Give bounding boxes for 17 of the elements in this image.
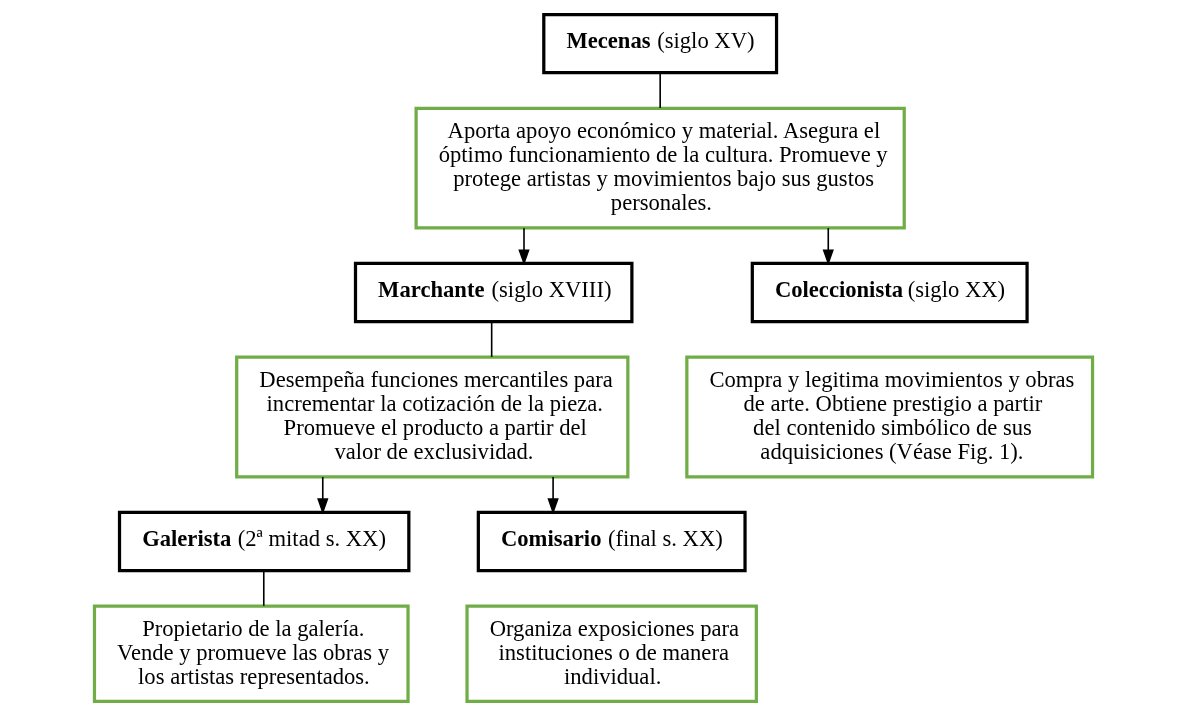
node-box: Compra y legitima movimientos y obras de arte. Obtiene prestigio a partir del contenido simbólico de sus adquisiciones (Véase Fig. 1). <box>684 355 1094 479</box>
node-box: Organiza exposiciones para instituciones o de manera individual. <box>464 604 758 704</box>
arrow <box>822 227 834 266</box>
node-box: Aporta apoyo económico y material. Asegura el óptimo funcionamiento de la cultura. Promueve y protege artistas y movimientos bajo sus gustos personales. <box>414 106 906 230</box>
arrow <box>546 476 559 515</box>
arrow <box>517 227 530 266</box>
connector <box>490 321 492 358</box>
node-box: Comisario (final s. XX) <box>476 510 747 573</box>
connector <box>262 570 265 607</box>
connector <box>658 72 661 109</box>
node-box: Marchante (siglo XVIII) <box>353 261 633 324</box>
node-box: Desempeña funciones mercantiles para incrementar la cotización de la pieza. Promueve el producto a partir del valor de exclusividad. <box>234 355 629 479</box>
node-box: Propietario de la galería. Vende y promueve las obras y los artistas representados. <box>92 604 410 704</box>
arrow <box>316 476 328 515</box>
node-box: Galerista (2ª mitad s. XX) <box>117 510 410 573</box>
node-box: Mecenas (siglo XV) <box>541 12 778 75</box>
node-box: Coleccionista (siglo XX) <box>750 261 1029 324</box>
